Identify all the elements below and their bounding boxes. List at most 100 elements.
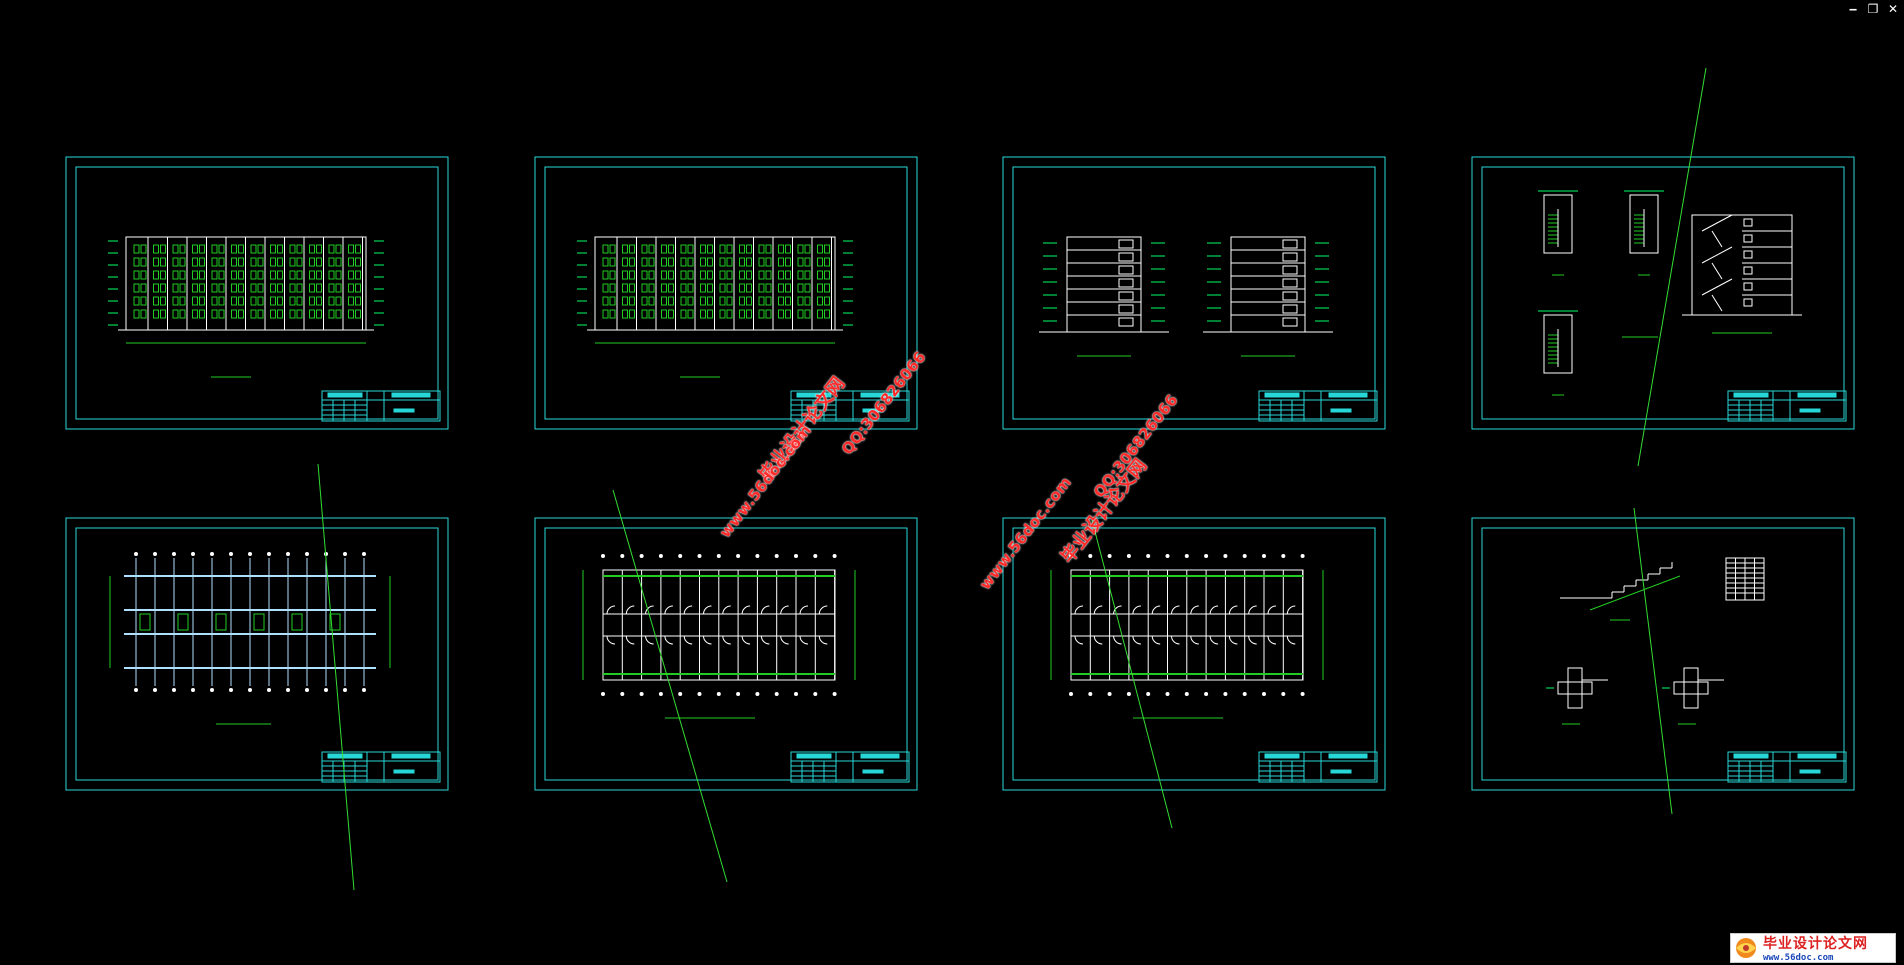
sheet-inner-border xyxy=(544,166,908,420)
window xyxy=(700,270,706,280)
window xyxy=(668,257,674,267)
drawing-sheet[interactable] xyxy=(65,156,449,430)
door-swing xyxy=(1209,635,1219,645)
window xyxy=(172,257,179,267)
window xyxy=(199,270,205,280)
window xyxy=(661,244,667,254)
window xyxy=(355,309,361,319)
window xyxy=(211,296,218,306)
window xyxy=(140,257,147,267)
window xyxy=(726,296,733,306)
window xyxy=(316,257,322,267)
window xyxy=(797,257,804,267)
drawing-sheet[interactable] xyxy=(534,156,918,430)
window xyxy=(140,270,147,280)
window xyxy=(622,309,628,319)
window xyxy=(160,309,166,319)
window xyxy=(257,283,264,293)
drawing-sheet[interactable] xyxy=(1471,156,1855,430)
door-swing xyxy=(683,635,693,645)
window xyxy=(804,270,811,280)
door-swing xyxy=(722,605,731,615)
window xyxy=(238,283,244,293)
window xyxy=(629,309,635,319)
window xyxy=(680,270,687,280)
window xyxy=(641,283,648,293)
sheet-outer-border xyxy=(534,517,918,791)
window xyxy=(192,309,198,319)
minimize-button[interactable]: ‒ xyxy=(1848,2,1858,16)
window xyxy=(199,296,205,306)
window xyxy=(739,309,745,319)
door-swing xyxy=(1093,605,1103,615)
door-swing xyxy=(703,635,712,645)
drawing-sheet[interactable] xyxy=(1002,517,1386,791)
window xyxy=(355,270,361,280)
window xyxy=(817,283,823,293)
site-logo[interactable]: 毕业设计论文网 www.56doc.com xyxy=(1730,933,1896,963)
window xyxy=(804,283,811,293)
door-swing xyxy=(818,635,828,645)
window xyxy=(277,270,283,280)
door-swing xyxy=(645,635,654,645)
window xyxy=(687,257,694,267)
window xyxy=(211,283,218,293)
window-controls: ‒ ❐ ✕ xyxy=(1846,2,1900,16)
door-swing xyxy=(664,635,673,645)
window xyxy=(348,270,354,280)
window xyxy=(739,283,745,293)
window xyxy=(687,283,694,293)
drawing-sheet[interactable] xyxy=(1471,517,1855,791)
restore-button[interactable]: ❐ xyxy=(1867,2,1879,16)
window xyxy=(661,296,667,306)
construction-line xyxy=(1633,507,1673,815)
window xyxy=(355,244,361,254)
window xyxy=(700,283,706,293)
window xyxy=(785,257,791,267)
window xyxy=(746,244,752,254)
sheet-inner-border xyxy=(1012,527,1376,781)
window xyxy=(270,283,276,293)
close-button[interactable]: ✕ xyxy=(1887,2,1899,16)
window xyxy=(700,309,706,319)
door-swing xyxy=(1113,635,1122,645)
slab-mark xyxy=(329,613,341,631)
logo-url: www.56doc.com xyxy=(1763,953,1834,963)
window xyxy=(289,270,296,280)
window xyxy=(140,296,147,306)
window xyxy=(231,257,237,267)
window xyxy=(726,257,733,267)
slab-mark xyxy=(291,613,303,631)
window xyxy=(179,296,186,306)
drawing-sheet[interactable] xyxy=(534,517,918,791)
title-block xyxy=(1258,390,1378,422)
window xyxy=(238,244,244,254)
window xyxy=(140,244,147,254)
sheet-inner-border xyxy=(1481,527,1845,781)
door-swing xyxy=(780,635,789,645)
window xyxy=(277,244,283,254)
window xyxy=(765,257,772,267)
window xyxy=(778,257,784,267)
window xyxy=(824,257,830,267)
window xyxy=(726,283,733,293)
window xyxy=(133,270,140,280)
sheet-inner-border xyxy=(1481,166,1845,420)
window xyxy=(348,309,354,319)
window xyxy=(199,244,205,254)
window xyxy=(172,296,179,306)
window xyxy=(250,270,257,280)
window xyxy=(785,270,791,280)
window xyxy=(778,244,784,254)
window xyxy=(328,309,335,319)
window xyxy=(622,283,628,293)
window xyxy=(1282,265,1298,275)
door-swing xyxy=(799,635,809,645)
window xyxy=(622,270,628,280)
door-swing xyxy=(703,605,712,615)
window xyxy=(1282,252,1298,262)
drawing-sheet[interactable] xyxy=(1002,156,1386,430)
drawing-sheet[interactable] xyxy=(65,517,449,791)
window xyxy=(641,296,648,306)
